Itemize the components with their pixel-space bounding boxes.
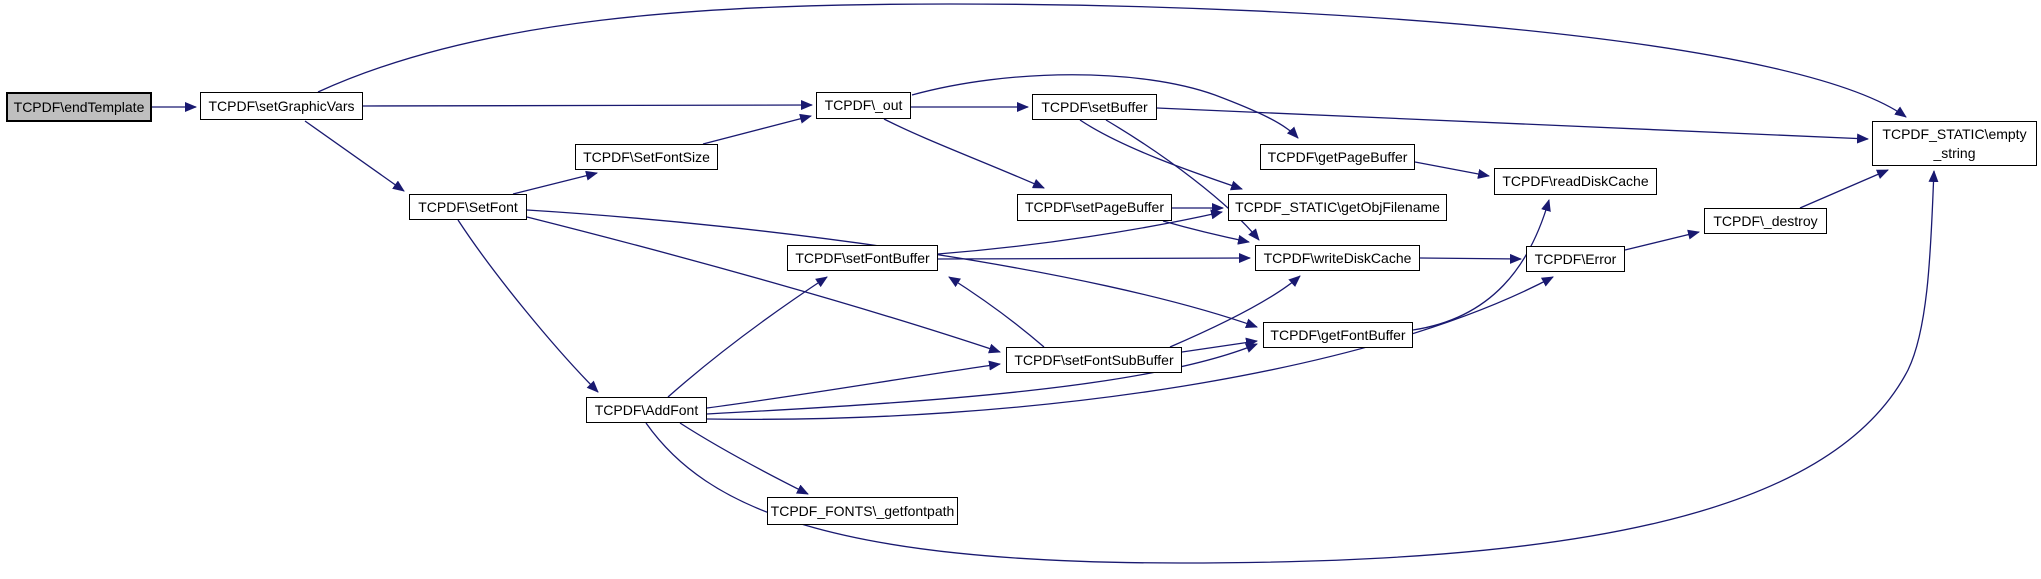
node-endTemplate[interactable]: TCPDF\endTemplate: [6, 92, 152, 122]
node-getObjFilename[interactable]: TCPDF_STATIC\getObjFilename: [1228, 194, 1447, 221]
node-getFontBuffer[interactable]: TCPDF\getFontBuffer: [1263, 322, 1413, 348]
edge-AddFont-to-setFontSubBuffer: [706, 360, 1001, 409]
node-setPageBuffer[interactable]: TCPDF\setPageBuffer: [1017, 194, 1172, 221]
edge-getPageBuffer-to-readDiskCache: [1414, 161, 1490, 179]
edge-setFontBuffer-to-getObjFilename: [937, 209, 1223, 255]
edge-AddFont-to-getFontBuffer: [706, 343, 1258, 415]
edge-SetFont-to-SetFontSize: [512, 170, 598, 195]
edge-setFontSubBuffer-to-getFontBuffer: [1181, 337, 1258, 353]
edge-out-to-setPageBuffer: [883, 118, 1045, 189]
node-SetFont[interactable]: TCPDF\SetFont: [409, 194, 527, 220]
edge-setGraphicVars-to-out: [362, 100, 813, 111]
node-emptyString[interactable]: TCPDF_STATIC\empty _string: [1872, 121, 2037, 166]
edge-setBuffer-to-writeDiskCache: [1105, 119, 1260, 241]
edge-AddFont-to-getfontpath: [679, 422, 809, 495]
edge-setFontSubBuffer-to-setFontBuffer: [948, 276, 1045, 348]
edge-writeDiskCache-to-Error: [1419, 253, 1522, 264]
node-getPageBuffer[interactable]: TCPDF\getPageBuffer: [1260, 144, 1415, 170]
node-writeDiskCache[interactable]: TCPDF\writeDiskCache: [1255, 245, 1420, 271]
node-setGraphicVars[interactable]: TCPDF\setGraphicVars: [200, 92, 363, 120]
node-setFontBuffer[interactable]: TCPDF\setFontBuffer: [787, 245, 938, 271]
edge-Error-to-destroy: [1624, 229, 1700, 251]
edge-out-to-getPageBuffer: [911, 74, 1299, 139]
edge-SetFont-to-AddFont: [457, 219, 599, 393]
edge-destroy-to-emptyString: [1799, 169, 1889, 209]
edge-getFontBuffer-to-readDiskCache: [1412, 199, 1551, 331]
node-readDiskCache[interactable]: TCPDF\readDiskCache: [1494, 168, 1657, 195]
edge-SetFontSize-to-out: [702, 113, 812, 145]
edge-setGraphicVars-to-SetFont: [304, 120, 405, 192]
node-AddFont[interactable]: TCPDF\AddFont: [586, 397, 707, 423]
edge-AddFont-to-setFontBuffer: [667, 276, 828, 398]
edge-AddFont-to-Error: [706, 276, 1554, 420]
node-getfontpath[interactable]: TCPDF_FONTS\_getfontpath: [767, 497, 958, 525]
node-setBuffer[interactable]: TCPDF\setBuffer: [1032, 94, 1157, 120]
node-SetFontSize[interactable]: TCPDF\SetFontSize: [575, 144, 718, 170]
edge-setBuffer-to-getObjFilename: [1079, 119, 1243, 191]
edge-SetFont-to-setFontSubBuffer: [526, 216, 1001, 354]
node-destroy[interactable]: TCPDF\_destroy: [1704, 208, 1827, 234]
node-Error[interactable]: TCPDF\Error: [1526, 246, 1625, 272]
edge-setBuffer-to-emptyString: [1156, 107, 1869, 144]
edge-setFontSubBuffer-to-writeDiskCache: [1169, 275, 1301, 348]
node-out[interactable]: TCPDF\_out: [816, 92, 911, 119]
edges-group: [152, 3, 1939, 564]
edge-setGraphicVars-to-emptyString: [317, 3, 1907, 118]
edge-setPageBuffer-to-writeDiskCache: [1162, 220, 1250, 245]
node-setFontSubBuffer[interactable]: TCPDF\setFontSubBuffer: [1006, 347, 1182, 373]
edge-setFontBuffer-to-writeDiskCache: [937, 253, 1251, 264]
